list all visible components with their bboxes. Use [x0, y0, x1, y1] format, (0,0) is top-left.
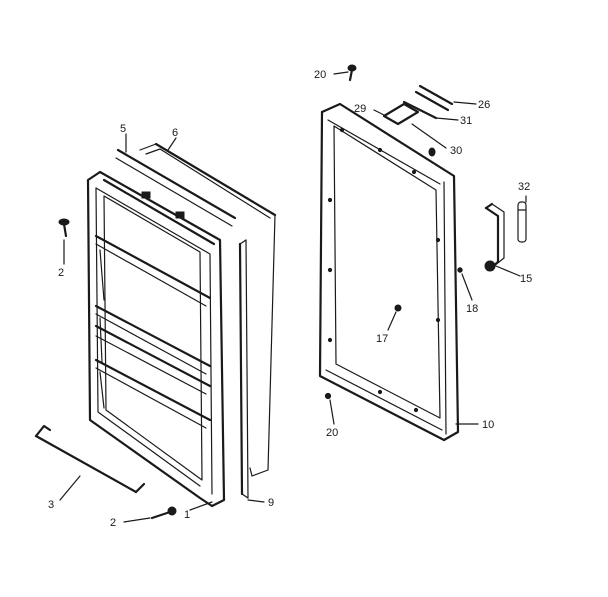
- part-31-shim: [402, 100, 438, 120]
- callout-9: 9: [268, 497, 274, 509]
- callout-30: 30: [450, 145, 462, 157]
- callout-20-bottom: 20: [326, 427, 338, 439]
- callout-26: 26: [478, 99, 490, 111]
- callout-10: 10: [482, 419, 494, 431]
- callout-15: 15: [520, 273, 532, 285]
- part-15-handle: [484, 202, 505, 272]
- part-10-door-frame: [318, 102, 460, 442]
- callout-29: 29: [354, 103, 366, 115]
- part-2-screw-bottom: [150, 506, 177, 520]
- part-3-rod: [34, 424, 146, 494]
- part-5-top-strip: [115, 148, 237, 227]
- callout-31: 31: [460, 115, 472, 127]
- part-20-screw-top: [347, 64, 357, 82]
- part-18-plug: [457, 267, 463, 273]
- part-29-bracket: [382, 102, 420, 126]
- callout-2-top: 2: [58, 267, 64, 279]
- part-9-gasket-strip: [238, 239, 249, 499]
- part-32-handle-cover: [517, 201, 527, 243]
- callout-6: 6: [172, 127, 178, 139]
- callout-5: 5: [120, 123, 126, 135]
- part-2-screw-top: [58, 218, 70, 238]
- callout-3: 3: [48, 499, 54, 511]
- part-1-door-liner: [86, 170, 226, 508]
- callout-18: 18: [466, 303, 478, 315]
- part-20-screw-bottom: [324, 392, 332, 400]
- callout-17: 17: [376, 333, 388, 345]
- leader-lines: [59, 71, 527, 523]
- callout-1: 1: [184, 509, 190, 521]
- callout-labels: 2 2 3 5 6 1 9 20 29 26 31 30 32 15 18 17…: [48, 69, 532, 529]
- callout-32: 32: [518, 181, 530, 193]
- callout-20-top: 20: [314, 69, 326, 81]
- part-17-plug: [394, 304, 402, 312]
- part-6-door-panel: [139, 142, 277, 477]
- callout-2-bottom: 2: [110, 517, 116, 529]
- part-26-hinge-pin: [414, 84, 454, 112]
- part-30-bumper: [428, 147, 436, 157]
